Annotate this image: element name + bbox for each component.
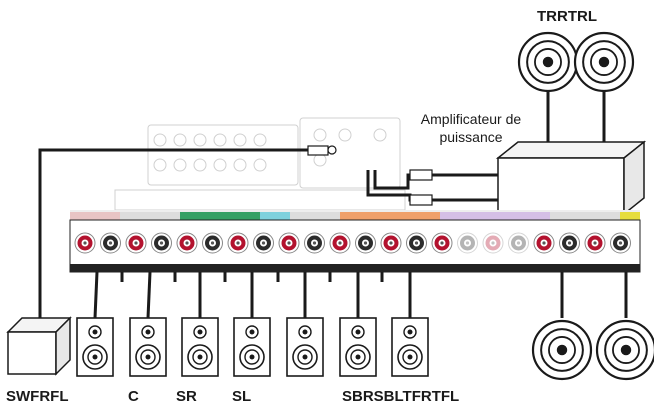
speaker-terminal bbox=[176, 232, 198, 254]
speaker-terminal bbox=[508, 232, 529, 254]
speaker-terminal bbox=[304, 232, 325, 254]
power-amplifier-icon bbox=[495, 140, 647, 216]
floor-speaker-icon bbox=[76, 317, 114, 377]
sb-tf-label: SBRSBLTFRTFL bbox=[342, 388, 460, 405]
speaker-terminal bbox=[355, 232, 376, 254]
speaker-terminal bbox=[482, 232, 504, 254]
speaker-terminal-strip bbox=[69, 210, 641, 273]
rca-plug-icon bbox=[409, 169, 433, 206]
ceiling-speaker-icon bbox=[517, 31, 579, 93]
speaker-terminal bbox=[457, 232, 478, 254]
speaker-terminal bbox=[125, 232, 147, 254]
sr-label: SR bbox=[176, 388, 197, 405]
floor-speaker-icon bbox=[233, 317, 271, 377]
amplifier-label-line2: puissance bbox=[439, 129, 503, 145]
ceiling-speaker-icon bbox=[531, 319, 593, 381]
amplifier-label-line1: Amplificateur de bbox=[420, 111, 522, 127]
speaker-terminal bbox=[253, 232, 274, 254]
speaker-terminal bbox=[278, 232, 300, 254]
speaker-terminal bbox=[100, 232, 121, 254]
power-amplifier-label: Amplificateur de puissance bbox=[386, 110, 556, 146]
subwoofer-cable bbox=[38, 148, 308, 320]
sl-label: SL bbox=[232, 388, 252, 405]
speaker-terminal bbox=[329, 232, 351, 254]
floor-speaker-icon bbox=[181, 317, 219, 377]
ceiling-speaker-icon bbox=[595, 319, 654, 381]
c-label: C bbox=[128, 388, 139, 405]
speaker-terminal bbox=[151, 232, 172, 254]
speaker-terminal bbox=[584, 232, 606, 254]
subwoofer-icon bbox=[6, 316, 72, 376]
speaker-terminal bbox=[380, 232, 402, 254]
rca-plug-icon bbox=[307, 145, 337, 156]
receiver-back-panel bbox=[114, 117, 406, 211]
speaker-terminal bbox=[227, 232, 249, 254]
speaker-terminal bbox=[406, 232, 427, 254]
preout-cable-1 bbox=[373, 170, 500, 190]
speaker-terminal bbox=[559, 232, 580, 254]
speaker-terminal bbox=[533, 232, 555, 254]
floor-speaker-icon bbox=[129, 317, 167, 377]
speaker-terminal bbox=[202, 232, 223, 254]
top-right-speaker-label: TRRTRL bbox=[537, 8, 597, 25]
speaker-terminal bbox=[431, 232, 453, 254]
floor-speaker-icon bbox=[391, 317, 429, 377]
ceiling-speaker-icon bbox=[573, 31, 635, 93]
speaker-terminal bbox=[610, 232, 631, 254]
floor-speaker-icon bbox=[286, 317, 324, 377]
sw-fr-fl-label: SWFRFL bbox=[6, 388, 69, 405]
speaker-terminal bbox=[74, 232, 96, 254]
floor-speaker-icon bbox=[339, 317, 377, 377]
